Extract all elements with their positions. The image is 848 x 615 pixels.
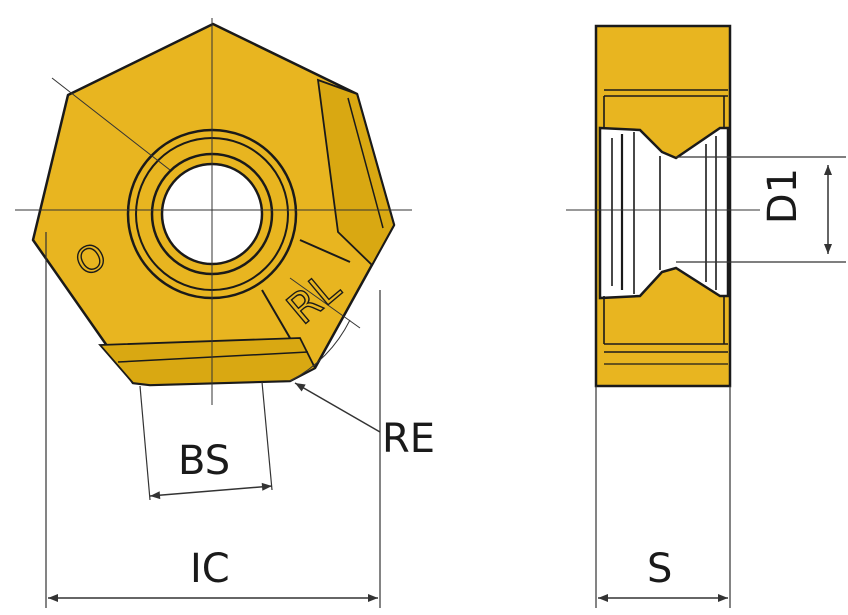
re-label: RE bbox=[382, 416, 435, 462]
bs-dimension: BS bbox=[139, 381, 273, 501]
right-edge-land bbox=[316, 78, 395, 267]
side-view bbox=[566, 24, 760, 388]
front-view: O RL bbox=[15, 18, 412, 405]
bs-label: BS bbox=[178, 438, 230, 484]
d1-label: D1 bbox=[760, 168, 806, 224]
ic-dimension: IC bbox=[45, 232, 381, 608]
s-dimension: S bbox=[595, 386, 731, 608]
side-bore bbox=[598, 126, 730, 300]
re-dimension: RE bbox=[294, 382, 435, 462]
ic-label: IC bbox=[190, 546, 230, 592]
d1-dimension: D1 bbox=[676, 156, 846, 263]
s-label: S bbox=[647, 546, 672, 592]
